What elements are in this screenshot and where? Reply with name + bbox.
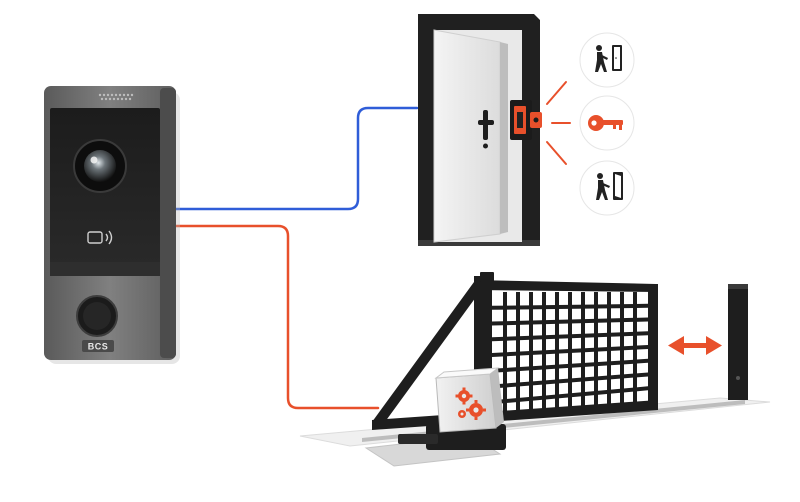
door-frame-threshold: [418, 240, 540, 246]
panel-bottom-grille: [50, 262, 160, 276]
gate-horizontal-bar: [492, 331, 648, 342]
door-assembly: [418, 14, 542, 246]
gate-horizontal-bar: [492, 358, 648, 373]
camera-icon: [73, 139, 127, 193]
brand-logo-text: BCS: [88, 342, 109, 352]
gate-horizontal-bar: [492, 303, 648, 310]
brand-logo: BCS: [82, 340, 114, 352]
gears-icon: [455, 387, 486, 420]
gate-grid: [492, 292, 648, 417]
gate-frame: [372, 272, 658, 430]
intercom-side: [160, 88, 176, 358]
person-exit-door-icon: [595, 45, 622, 72]
door-leaf-edge: [500, 42, 508, 234]
key-icon: [588, 115, 623, 131]
gate-horizontal-bar: [492, 372, 648, 389]
door-frame: [418, 14, 540, 242]
door-function-enter: [579, 160, 635, 216]
gate-stop-post: [728, 284, 748, 400]
door-function-key: [579, 95, 635, 151]
gate-motor: [398, 367, 506, 450]
sliding-gate-assembly: [299, 272, 771, 467]
wires: [174, 106, 419, 410]
door-function-exit: [579, 32, 635, 88]
door-wire: [174, 106, 419, 211]
door-leaf: [433, 29, 501, 243]
double-arrow-icon: [668, 336, 722, 355]
gate-horizontal-bar: [492, 317, 648, 326]
speaker-grille: [98, 93, 134, 101]
gate-wire: [174, 224, 380, 410]
door-handle: [478, 110, 494, 149]
door-function-connectors: [546, 81, 571, 165]
person-enter-door-icon: [596, 172, 623, 200]
video-intercom: BCS: [44, 86, 180, 364]
call-button-icon: [76, 295, 118, 337]
electric-strike-lock-icon: [510, 100, 542, 140]
gate-horizontal-bar: [492, 345, 648, 357]
rfid-reader-icon: [87, 230, 113, 245]
gate-horizontal-bar: [492, 386, 648, 405]
